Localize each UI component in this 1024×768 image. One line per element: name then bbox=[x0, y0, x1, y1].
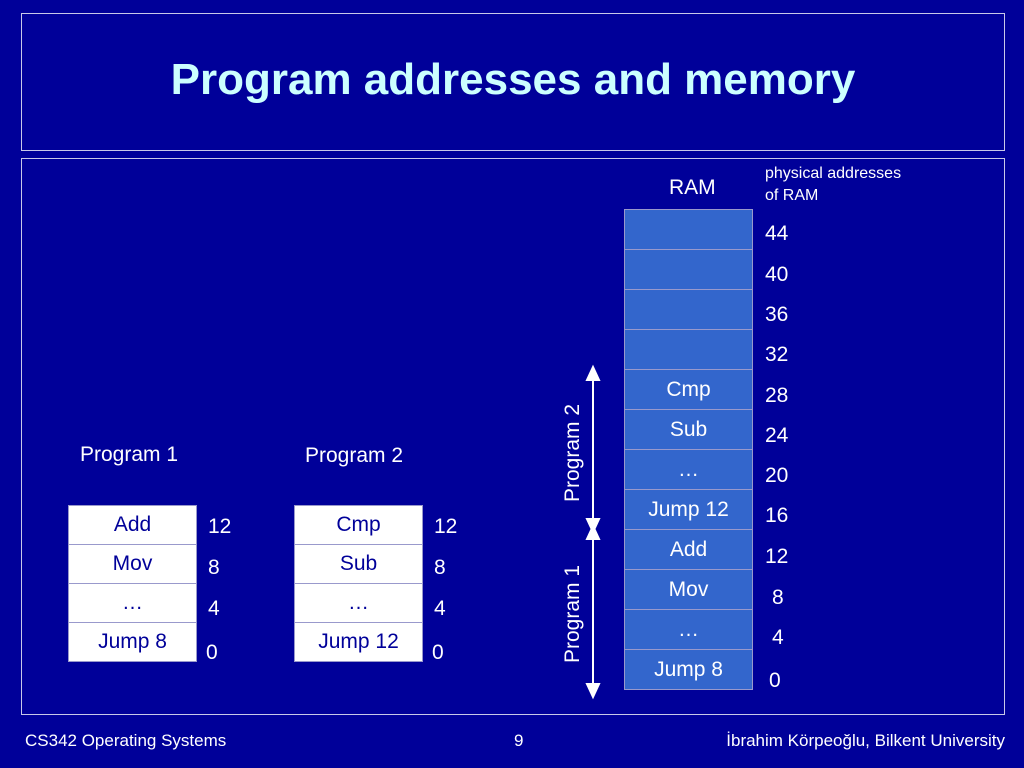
program2-cell: Cmp bbox=[294, 505, 423, 545]
physical-addresses-label-line1: physical addresses bbox=[765, 165, 902, 182]
footer-page-number: 9 bbox=[514, 731, 524, 750]
program2-arrow-top bbox=[585, 364, 601, 381]
ram-address: 40 bbox=[765, 263, 789, 286]
ram-label: RAM bbox=[669, 176, 716, 199]
program2-cell: Sub bbox=[294, 544, 423, 584]
program2-address: 8 bbox=[434, 556, 446, 579]
program1-cell: … bbox=[68, 583, 197, 623]
physical-addresses-label-line2: of RAM bbox=[765, 187, 819, 204]
ram-cell bbox=[624, 249, 753, 290]
ram-address: 8 bbox=[772, 586, 784, 609]
ram-cell: Jump 8 bbox=[624, 649, 753, 690]
program2-address: 12 bbox=[434, 515, 458, 538]
program1-address: 4 bbox=[208, 597, 220, 620]
program1-address: 0 bbox=[206, 641, 218, 664]
ram-address: 32 bbox=[765, 343, 789, 366]
program2-cell: … bbox=[294, 583, 423, 623]
program2-address: 4 bbox=[434, 597, 446, 620]
ram-address: 36 bbox=[765, 303, 789, 326]
ram-cell: Mov bbox=[624, 569, 753, 610]
ram-cell: Add bbox=[624, 529, 753, 570]
program2-table: Cmp Sub … Jump 12 bbox=[294, 505, 423, 662]
footer-course: CS342 Operating Systems bbox=[25, 731, 227, 750]
ram-cell: … bbox=[624, 449, 753, 490]
ram-cell bbox=[624, 209, 753, 250]
ram-cell bbox=[624, 289, 753, 330]
program1-label: Program 1 bbox=[80, 443, 179, 466]
ram-address: 4 bbox=[772, 626, 784, 649]
program2-bracket-label: Program 2 bbox=[561, 403, 584, 502]
content-frame bbox=[21, 158, 1005, 715]
ram-address: 24 bbox=[765, 424, 789, 447]
program2-label: Program 2 bbox=[305, 444, 404, 467]
program1-arrow-top bbox=[585, 523, 601, 540]
program1-cell: Mov bbox=[68, 544, 197, 584]
ram-address: 28 bbox=[765, 384, 789, 407]
slide-title: Program addresses and memory bbox=[170, 55, 856, 104]
ram-address: 16 bbox=[765, 504, 789, 527]
ram-address: 0 bbox=[769, 669, 781, 692]
program1-address: 12 bbox=[208, 515, 232, 538]
ram-address: 44 bbox=[765, 222, 789, 245]
title-frame bbox=[21, 13, 1005, 151]
program1-cell: Jump 8 bbox=[68, 622, 197, 662]
program2-cell: Jump 12 bbox=[294, 622, 423, 662]
program2-address: 0 bbox=[432, 641, 444, 664]
ram-table: Cmp Sub … Jump 12 Add Mov … Jump 8 bbox=[624, 209, 753, 690]
program1-table: Add Mov … Jump 8 bbox=[68, 505, 197, 662]
ram-cell: Sub bbox=[624, 409, 753, 450]
ram-address: 12 bbox=[765, 545, 789, 568]
ram-cell: Jump 12 bbox=[624, 489, 753, 530]
program1-arrow-bottom bbox=[585, 683, 601, 700]
program1-bracket-label: Program 1 bbox=[561, 564, 584, 663]
ram-cell: Cmp bbox=[624, 369, 753, 410]
ram-cell bbox=[624, 329, 753, 370]
program1-address: 8 bbox=[208, 556, 220, 579]
footer-author: İbrahim Körpeoğlu, Bilkent University bbox=[726, 731, 1005, 750]
ram-cell: … bbox=[624, 609, 753, 650]
ram-address: 20 bbox=[765, 464, 789, 487]
